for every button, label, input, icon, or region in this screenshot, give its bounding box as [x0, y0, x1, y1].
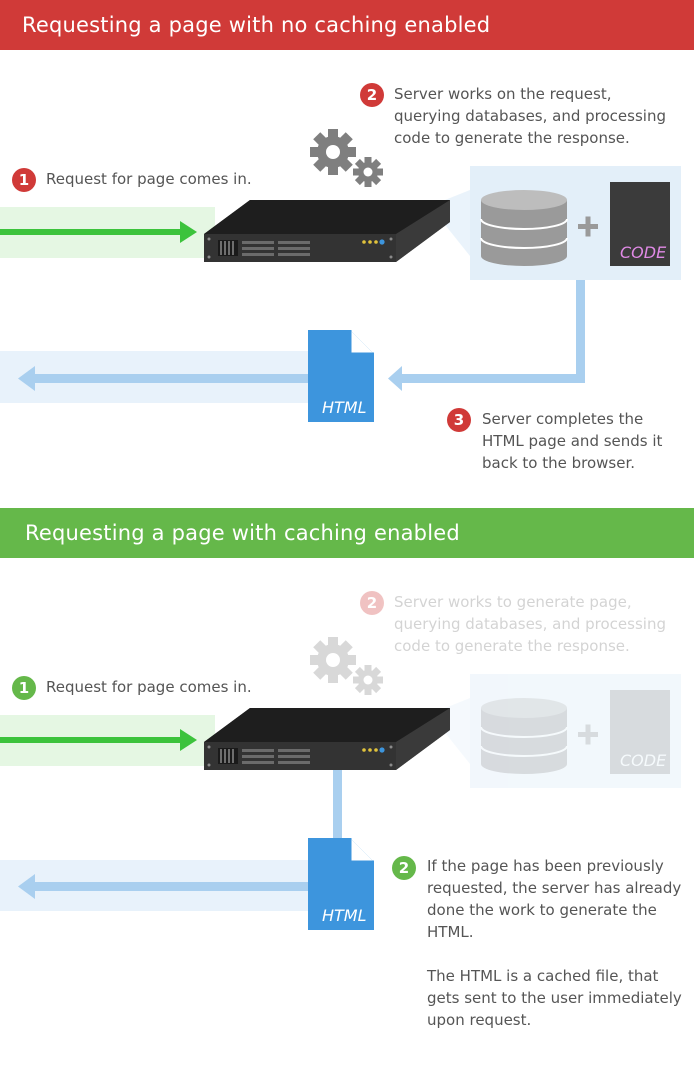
cache-step-2-line: If the page has been previously: [427, 857, 664, 875]
html-label-2: HTML: [322, 906, 367, 925]
response-path-vertical-1: [576, 280, 585, 383]
step-3-badge: 3: [447, 408, 471, 432]
step-2-line: Server works on the request,: [394, 85, 612, 103]
code-file-icon-1: [610, 182, 670, 266]
cache-step-2-line: HTML.: [427, 923, 474, 941]
gear-large-icon-2: [310, 637, 356, 683]
return-arrow-1: [32, 374, 310, 383]
step-2-line: querying databases, and processing: [394, 107, 666, 125]
cache-step-2-line: done the work to generate the: [427, 901, 657, 919]
step-2-faded-line: Server works to generate page,: [394, 593, 632, 611]
step-2-faded-line: querying databases, and processing: [394, 615, 666, 633]
step-1-badge: 1: [12, 168, 36, 192]
step-2-faded-note: Server works to generate page, querying …: [394, 591, 666, 657]
html-label-1: HTML: [322, 398, 367, 417]
code-file-icon-2: [610, 690, 670, 774]
gear-small-icon-2: [353, 665, 383, 695]
server-icon-2: [203, 707, 451, 771]
cache-step-2-line: The HTML is a cached file, that: [427, 967, 659, 985]
step-2-badge: 2: [360, 83, 384, 107]
request-arrowhead-2: [180, 729, 197, 751]
step-2-note: Server works on the request, querying da…: [394, 83, 666, 149]
cache-step-2-line: upon request.: [427, 1011, 532, 1029]
step-1-note: Request for page comes in.: [46, 170, 252, 188]
section-cache-banner: Requesting a page with caching enabled: [0, 508, 694, 558]
step-3-line: back to the browser.: [482, 454, 636, 472]
return-arrow-2: [32, 882, 310, 891]
step-2-line: code to generate the response.: [394, 129, 630, 147]
cache-path-vertical-2: [333, 770, 342, 840]
code-label-1: CODE: [620, 243, 667, 262]
step-2-faded-badge: 2: [360, 591, 384, 615]
request-arrow-1: [0, 229, 182, 235]
return-arrowhead-2: [18, 874, 35, 899]
code-label-2: CODE: [620, 751, 667, 770]
cache-step-1-note: Request for page comes in.: [46, 678, 252, 696]
step-2-faded-line: code to generate the response.: [394, 637, 630, 655]
request-arrow-2: [0, 737, 182, 743]
gear-large-icon-1: [310, 129, 356, 175]
plus-icon-2-h: [578, 732, 598, 737]
cache-step-1-badge: 1: [12, 676, 36, 700]
response-arrowhead-1: [388, 366, 402, 391]
section-no-cache-banner: Requesting a page with no caching enable…: [0, 0, 694, 50]
plus-icon-1-v: [585, 216, 591, 237]
server-icon-1: [203, 199, 451, 263]
cache-step-2-para: The HTML is a cached file, that gets sen…: [427, 965, 682, 1031]
db-code-faded-2: CODE: [480, 690, 670, 775]
return-arrowhead-1: [18, 366, 35, 391]
database-icon-2: [480, 697, 568, 775]
cache-step-2-line: gets sent to the user immediately: [427, 989, 682, 1007]
cache-step-2-badge: 2: [392, 856, 416, 880]
cache-step-2-para: If the page has been previously requeste…: [427, 855, 682, 943]
request-arrowhead-1: [180, 221, 197, 243]
database-icon-1: [480, 189, 568, 267]
gear-small-icon-1: [353, 157, 383, 187]
cache-step-2-note: If the page has been previously requeste…: [427, 855, 682, 1031]
step-3-line: Server completes the: [482, 410, 644, 428]
plus-icon-2-v: [585, 724, 591, 745]
step-3-line: HTML page and sends it: [482, 432, 663, 450]
response-path-horizontal-1: [400, 374, 585, 383]
cache-step-2-line: requested, the server has already: [427, 879, 682, 897]
step-3-note: Server completes the HTML page and sends…: [482, 408, 662, 474]
gears-faded-2: [310, 637, 383, 695]
